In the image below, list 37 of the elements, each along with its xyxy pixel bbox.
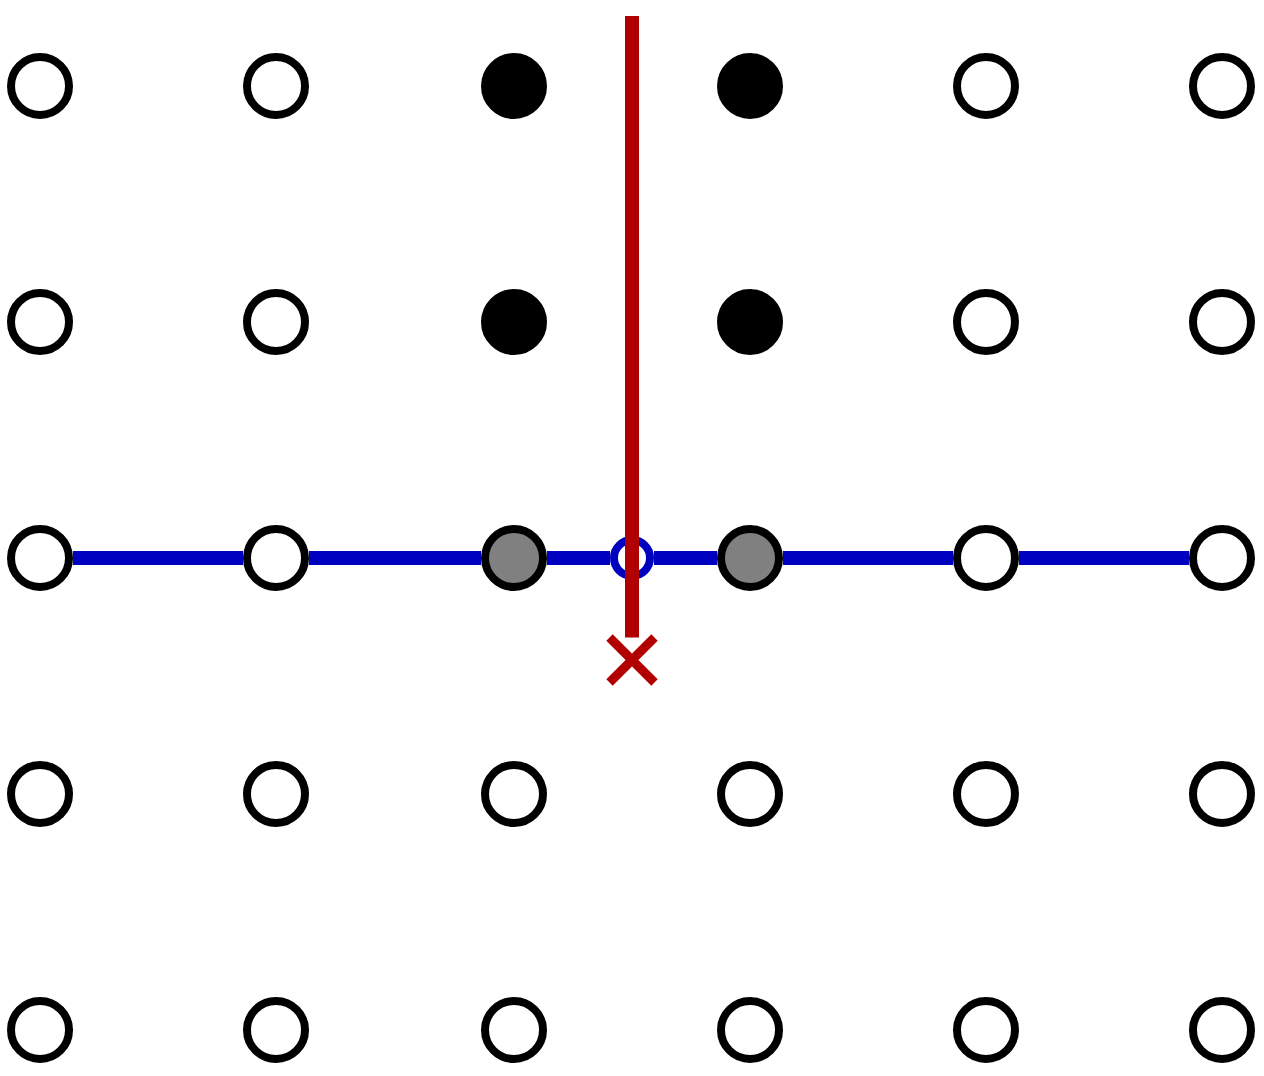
circle-node (1189, 53, 1255, 119)
circle-node (243, 996, 309, 1063)
circle-node (953, 996, 1019, 1063)
filled-circle (717, 289, 783, 355)
filled-circle (481, 289, 547, 355)
circle-node (243, 761, 309, 827)
circle-node (7, 289, 73, 355)
circle-node (953, 761, 1019, 827)
circle-node (481, 761, 547, 827)
circle-node (243, 53, 309, 119)
shaded-circle (717, 525, 783, 591)
filled-circle (481, 53, 547, 119)
circle-node (953, 289, 1019, 355)
circle-node (243, 289, 309, 355)
line (1019, 550, 1189, 565)
line (654, 550, 717, 565)
filled-circle (717, 53, 783, 119)
circle-node (7, 525, 73, 591)
circle-node (243, 525, 309, 591)
line (547, 550, 610, 565)
circle-node (1189, 761, 1255, 827)
circle-node (7, 761, 73, 827)
circle-node (717, 996, 783, 1063)
circle-node (1189, 996, 1255, 1063)
circle-node (7, 996, 73, 1063)
circle-node (1189, 525, 1255, 591)
line (309, 550, 481, 565)
shaded-circle (481, 525, 547, 591)
cross-mark (605, 632, 659, 687)
circle-node (953, 53, 1019, 119)
circle-node (7, 53, 73, 119)
circle-node (953, 525, 1019, 591)
circle-node (1189, 289, 1255, 355)
circle-node (481, 996, 547, 1063)
line (73, 550, 243, 565)
line (783, 550, 953, 565)
circle-node (717, 761, 783, 827)
